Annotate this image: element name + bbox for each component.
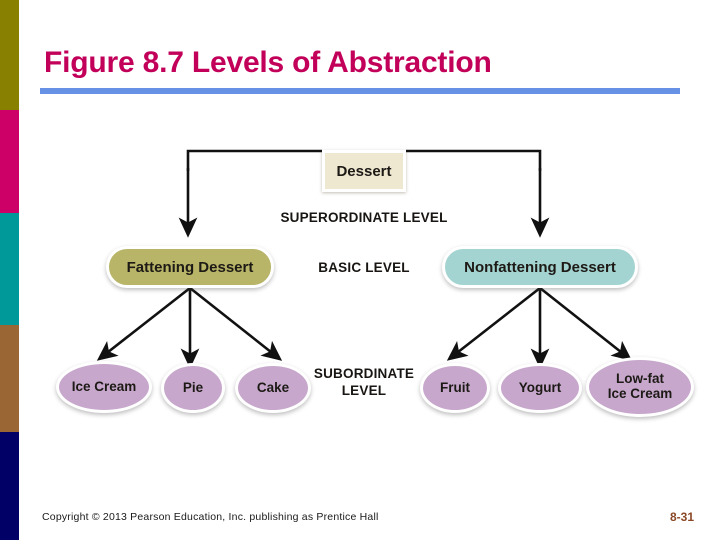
label-subordinate-level-line1: SUBORDINATE [313, 366, 415, 381]
accent-segment-brown [0, 325, 19, 432]
node-fattening-dessert-label: Fattening Dessert [126, 258, 254, 276]
node-pie-label: Pie [182, 379, 204, 395]
accent-segment-magenta [0, 110, 19, 213]
node-fruit[interactable]: Fruit [420, 363, 490, 413]
copyright-notice: Copyright © 2013 Pearson Education, Inc.… [42, 511, 379, 523]
connector-lines [96, 149, 633, 369]
left-accent-bar [0, 0, 19, 540]
node-ice-cream-label: Ice Cream [71, 378, 137, 394]
page-title: Figure 8.7 Levels of Abstraction [44, 46, 492, 79]
label-subordinate-level-line2: LEVEL [341, 382, 387, 398]
label-subordinate-level: SUBORDINATE LEVEL [296, 366, 432, 400]
node-nonfattening-dessert[interactable]: Nonfattening Dessert [442, 246, 638, 288]
node-nonfattening-dessert-label: Nonfattening Dessert [464, 258, 616, 276]
label-basic-level-text: BASIC LEVEL [318, 260, 410, 275]
node-fattening-dessert[interactable]: Fattening Dessert [106, 246, 274, 288]
label-superordinate-level-text: SUPERORDINATE LEVEL [280, 210, 448, 225]
node-fruit-label: Fruit [440, 379, 470, 395]
accent-segment-olive [0, 0, 19, 110]
node-dessert[interactable]: Dessert [322, 150, 406, 192]
node-yogurt[interactable]: Yogurt [498, 363, 582, 413]
node-low-fat-ice-cream-label-line2: Ice Cream [607, 386, 673, 401]
label-basic-level: BASIC LEVEL [296, 260, 432, 277]
node-yogurt-label: Yogurt [518, 379, 562, 395]
node-low-fat-ice-cream-label-line1: Low-fat [616, 371, 664, 387]
title-underline-rule [40, 88, 680, 94]
node-dessert-label: Dessert [336, 162, 392, 180]
node-low-fat-ice-cream[interactable]: Low-fat Ice Cream [586, 357, 694, 417]
node-pie[interactable]: Pie [161, 363, 225, 413]
node-ice-cream[interactable]: Ice Cream [56, 361, 152, 413]
node-cake-label: Cake [256, 379, 290, 395]
label-superordinate-level: SUPERORDINATE LEVEL [268, 210, 460, 227]
page-number: 8-31 [669, 510, 694, 524]
node-cake[interactable]: Cake [235, 363, 311, 413]
accent-segment-teal [0, 213, 19, 325]
accent-segment-navy [0, 432, 19, 540]
figure-container: Dessert Fattening Dessert Nonfattening D… [28, 118, 700, 458]
